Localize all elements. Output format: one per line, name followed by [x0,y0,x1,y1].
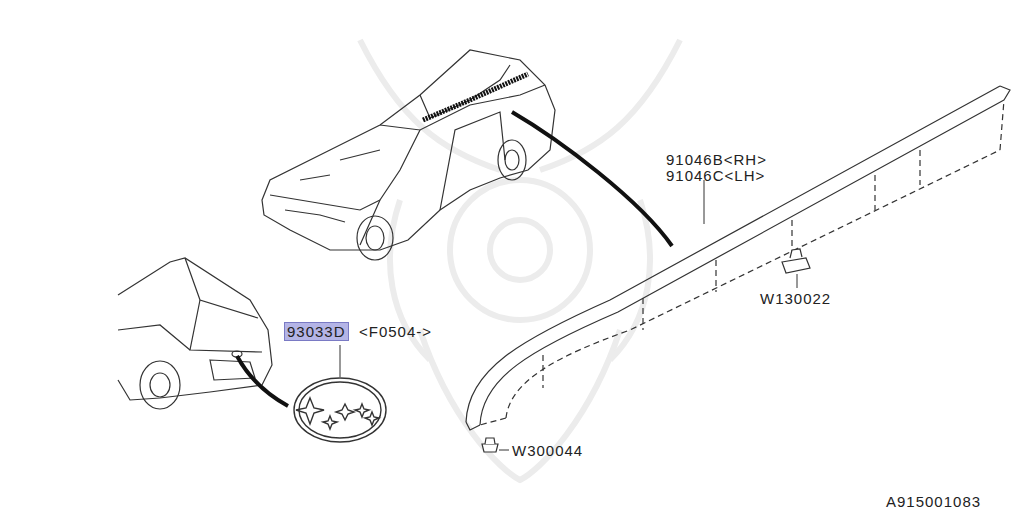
drawing-number: A915001083 [886,493,981,510]
part-number: <F0504-> [359,323,432,340]
part-number: 93033D [285,323,348,340]
car-front-view [262,50,555,260]
location-leader [512,112,672,246]
watermark-logo [360,40,680,480]
part-number: 91046B<RH> [666,151,767,168]
part-number: 91046C<LH> [666,167,765,184]
clip-part [482,249,810,452]
part-number: W300044 [512,442,583,459]
emblem-part [294,378,386,442]
leader-line [340,180,797,450]
location-leader [237,356,288,406]
car-rear-view [118,258,272,409]
roof-rail-part [466,86,1010,430]
part-number: W130022 [760,290,831,307]
